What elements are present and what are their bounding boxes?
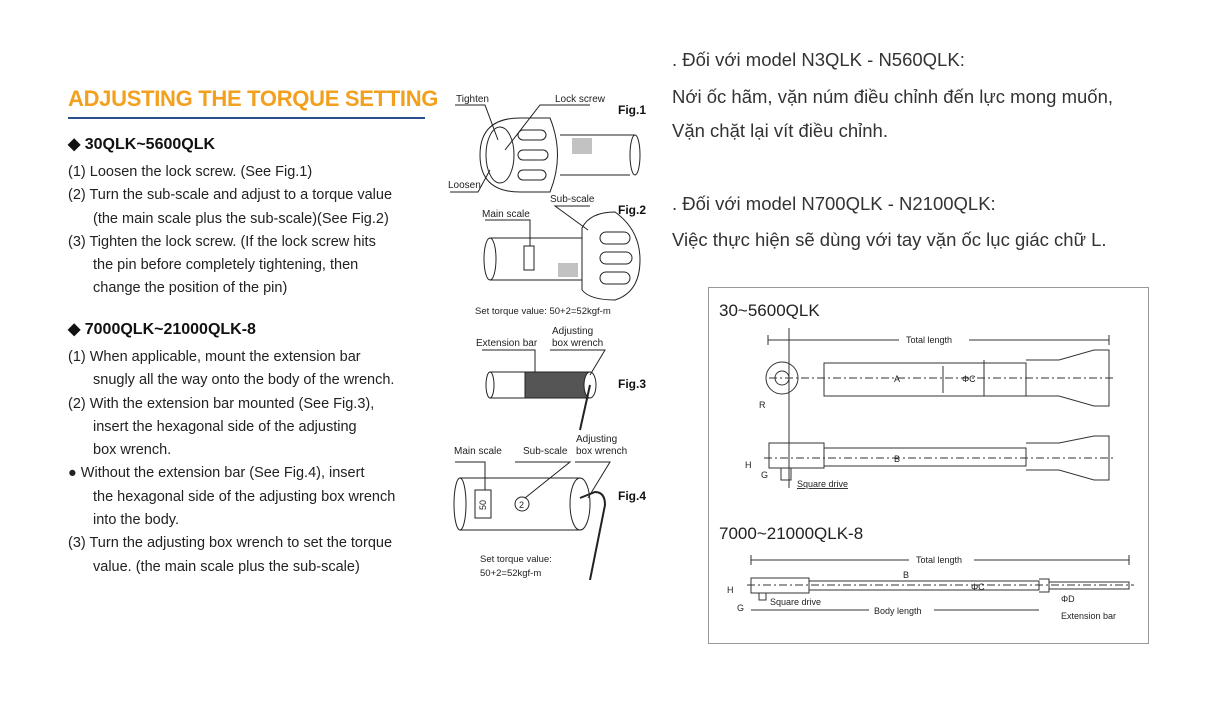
title-divider bbox=[68, 117, 425, 119]
fig3-drawing bbox=[482, 349, 606, 431]
fig4-sub-scale-label: Sub-scale bbox=[523, 446, 568, 457]
dimension-diagram: 30~5600QLK 7000~21000QLK-8 Total length … bbox=[708, 287, 1149, 644]
fig4-sub-scale-value: 2 bbox=[519, 500, 524, 510]
step-line: (1) When applicable, mount the extension… bbox=[68, 349, 361, 365]
dim-a-label: A bbox=[894, 374, 900, 384]
fig2-main-scale-label: Main scale bbox=[482, 209, 530, 220]
step-line: (2) With the extension bar mounted (See … bbox=[68, 395, 375, 412]
fig4-caption-1: Set torque value: bbox=[480, 554, 552, 565]
fig3-label: Fig.3 bbox=[618, 377, 646, 391]
step-list-7000qlk: (1) When applicable, mount the extension… bbox=[68, 346, 395, 579]
fig4-box-wrench-label: box wrench bbox=[576, 446, 627, 457]
step-line: box wrench. bbox=[93, 442, 172, 459]
section-heading-30qlk: ◆ 30QLK~5600QLK bbox=[68, 136, 216, 153]
model1-line1: Nới ốc hãm, vặn núm điều chỉnh đến lực m… bbox=[672, 86, 1113, 107]
dim-b-label-b: B bbox=[903, 570, 909, 580]
fig4-main-scale-value: 50 bbox=[478, 500, 488, 510]
extension-bar-label: Extension bar bbox=[1061, 611, 1116, 621]
step-line: snugly all the way onto the body of the … bbox=[93, 372, 395, 389]
step-line: ● Without the extension bar (See Fig.4),… bbox=[68, 465, 365, 482]
fig4-drawing bbox=[453, 461, 611, 580]
step-line: into the body. bbox=[93, 512, 179, 529]
dim-c-label-b: ΦC bbox=[971, 582, 985, 592]
fig3-box-wrench-label: box wrench bbox=[552, 338, 603, 349]
step-list-30qlk: (1) Loosen the lock screw. (See Fig.1) (… bbox=[68, 161, 392, 301]
step-line: the pin before completely tightening, th… bbox=[93, 257, 359, 274]
fig2-caption: Set torque value: 50+2=52kgf-m bbox=[475, 306, 611, 317]
fig2-drawing bbox=[483, 205, 641, 301]
model2-heading: . Đối với model N700QLK - N2100QLK: bbox=[672, 193, 996, 214]
step-line: (2) Turn the sub-scale and adjust to a t… bbox=[68, 187, 393, 204]
step-line: value. (the main scale plus the sub-scal… bbox=[93, 558, 360, 575]
fig1-lock-screw-label: Lock screw bbox=[555, 94, 606, 105]
square-drive-label-a: Square drive bbox=[797, 479, 848, 489]
fig4-caption-2: 50+2=52kgf-m bbox=[480, 568, 541, 579]
fig1-loosen-label: Loosen bbox=[448, 180, 481, 191]
dim-h-label-a: H bbox=[745, 460, 752, 470]
wrench-dimension-drawing: Total length A ΦC R B H G Square drive T… bbox=[727, 328, 1134, 621]
fig3-adjusting-label: Adjusting bbox=[552, 326, 593, 337]
total-length-label-a: Total length bbox=[906, 335, 952, 345]
dim-g-label-b: G bbox=[737, 603, 744, 613]
section-heading-7000qlk: ◆ 7000QLK~21000QLK-8 bbox=[68, 321, 256, 338]
dim-c-label-a: ΦC bbox=[962, 374, 976, 384]
fig4-label: Fig.4 bbox=[618, 489, 646, 503]
fig1-drawing bbox=[450, 104, 641, 193]
total-length-label-b: Total length bbox=[916, 555, 962, 565]
page-title: ADJUSTING THE TORQUE SETTING bbox=[68, 86, 439, 111]
step-line: (the main scale plus the sub-scale)(See … bbox=[93, 210, 389, 227]
step-line: (3) Tighten the lock screw. (If the lock… bbox=[68, 233, 376, 250]
dim-b-label: B bbox=[894, 454, 900, 464]
step-line: (1) Loosen the lock screw. (See Fig.1) bbox=[68, 164, 313, 180]
dim-d-label: ΦD bbox=[1061, 594, 1075, 604]
dim-h-label-b: H bbox=[727, 585, 734, 595]
figures-illustration: Tighten Lock screw Loosen Fig.1 Main sca… bbox=[448, 94, 646, 580]
fig4-adjusting-label: Adjusting bbox=[576, 434, 617, 445]
model2-line1: Việc thực hiện sẽ dùng với tay vặn ốc lụ… bbox=[672, 229, 1107, 250]
model-a-label: 30~5600QLK bbox=[719, 301, 820, 320]
model-b-label: 7000~21000QLK-8 bbox=[719, 524, 864, 543]
model1-heading: . Đối với model N3QLK - N560QLK: bbox=[672, 49, 965, 70]
dim-g-label-a: G bbox=[761, 470, 768, 480]
step-line: (3) Turn the adjusting box wrench to set… bbox=[68, 535, 393, 552]
fig3-extension-bar-label: Extension bar bbox=[476, 338, 538, 349]
fig1-tighten-label: Tighten bbox=[456, 94, 489, 105]
body-length-label: Body length bbox=[874, 606, 922, 616]
step-line: the hexagonal side of the adjusting box … bbox=[93, 488, 396, 505]
step-line: insert the hexagonal side of the adjusti… bbox=[93, 418, 357, 435]
fig4-main-scale-label: Main scale bbox=[454, 446, 502, 457]
square-drive-label-b: Square drive bbox=[770, 597, 821, 607]
model1-line2: Vặn chặt lại vít điều chỉnh. bbox=[672, 120, 888, 141]
fig1-label: Fig.1 bbox=[618, 103, 646, 117]
dim-r-label: R bbox=[759, 400, 766, 410]
step-line: change the position of the pin) bbox=[93, 280, 288, 297]
fig2-label: Fig.2 bbox=[618, 203, 646, 217]
fig2-sub-scale-label: Sub-scale bbox=[550, 194, 595, 205]
